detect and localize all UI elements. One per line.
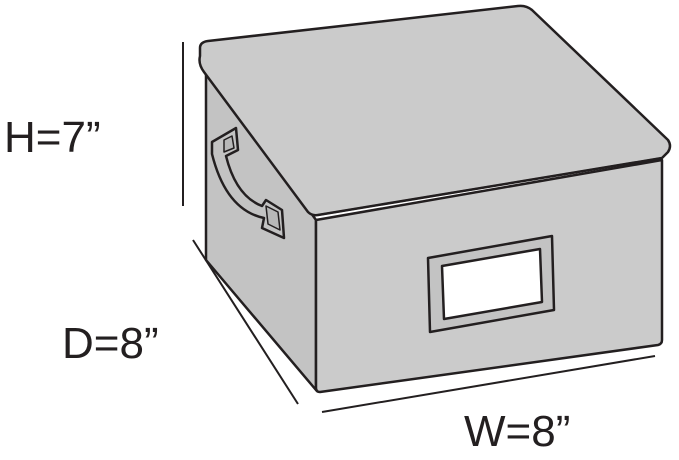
depth-dimension-line [192,239,299,405]
width-label: W=8” [464,407,570,456]
box-lid-front-edge [317,157,663,216]
depth-label: D=8” [62,319,159,368]
box-lid-top [198,4,672,217]
side-handle-icon [210,126,286,240]
width-dimension-line [321,355,656,413]
front-label-holder [426,234,556,334]
height-label: H=7” [4,113,101,162]
